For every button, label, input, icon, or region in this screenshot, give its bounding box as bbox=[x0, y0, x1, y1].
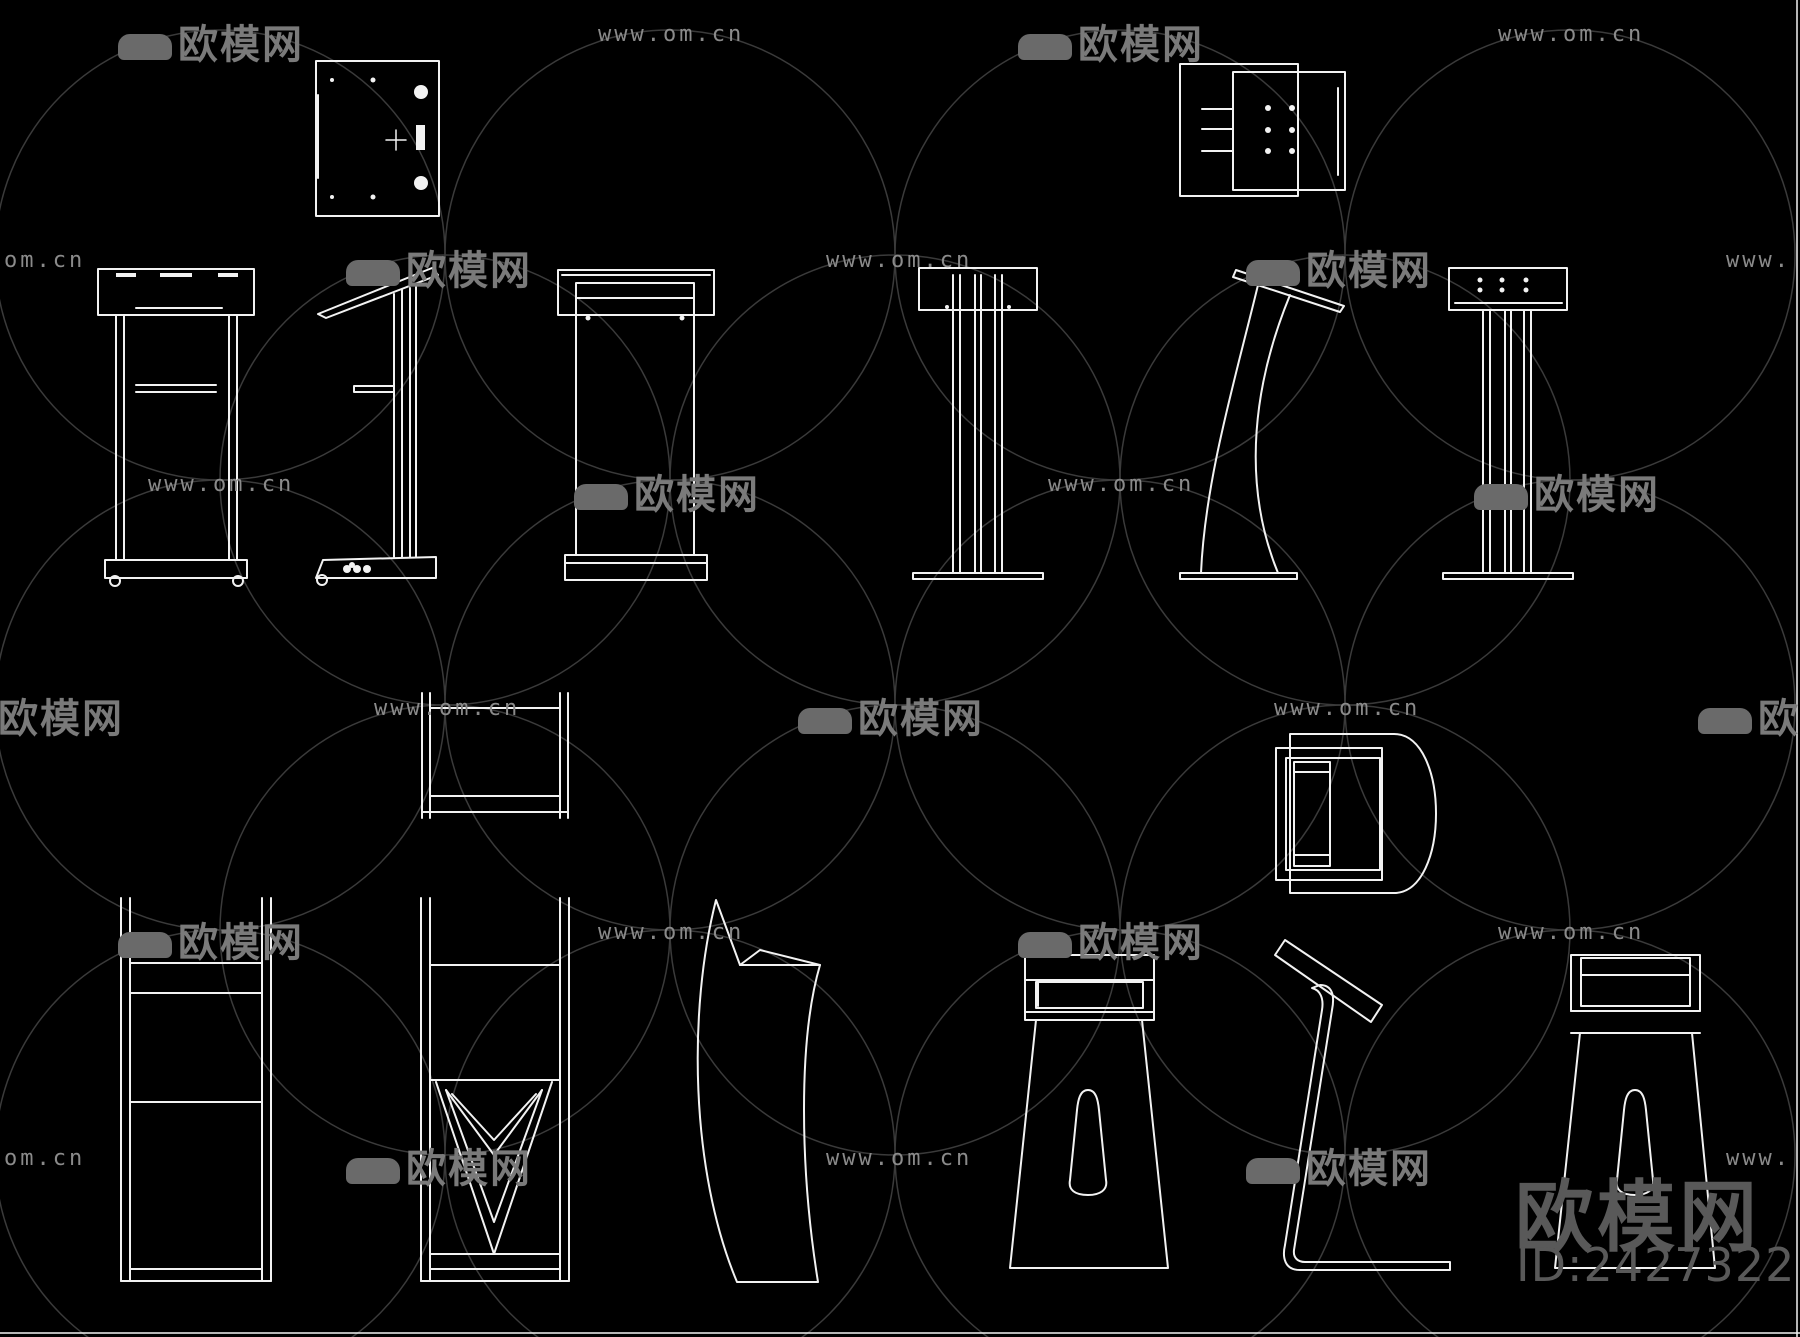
watermark-url-fragment: www. bbox=[1726, 248, 1791, 273]
podium4-side-view bbox=[1274, 939, 1451, 1271]
watermark-url: www.om.cn bbox=[1498, 920, 1645, 945]
watermark-url: www.om.cn bbox=[826, 248, 973, 273]
podium1-front-view bbox=[97, 268, 255, 587]
watermark-brand: 欧模网 bbox=[118, 12, 304, 70]
watermark-brand: 欧模网 bbox=[1474, 462, 1660, 520]
watermark-brand: 欧模网 bbox=[574, 462, 760, 520]
watermark-brand: 欧模网 bbox=[1018, 910, 1204, 968]
watermark-url: www.om.cn bbox=[374, 696, 521, 721]
watermark-brand: 欧模网 bbox=[346, 238, 532, 296]
watermark-brand: 欧模网 bbox=[798, 686, 984, 744]
watermark-brand: 欧模网 bbox=[1246, 1136, 1432, 1194]
watermark-brand-fragment: 欧模网 bbox=[0, 686, 124, 744]
podium3-side-view bbox=[696, 899, 821, 1283]
watermark-url-fragment: om.cn bbox=[4, 248, 86, 273]
watermark-url: www.om.cn bbox=[598, 920, 745, 945]
watermark-url-fragment: www. bbox=[1726, 1146, 1791, 1171]
podium4-back-view bbox=[1554, 954, 1716, 1269]
podium1-top-view bbox=[315, 60, 440, 217]
watermark-brand: 欧模网 bbox=[1246, 238, 1432, 296]
model-id-label: ID:2427322 bbox=[1516, 1238, 1796, 1292]
watermark-url: www.om.cn bbox=[1274, 696, 1421, 721]
site-logo-brand: 欧模网 bbox=[1515, 1173, 1762, 1263]
watermark-url: www.om.cn bbox=[1048, 472, 1195, 497]
watermark-url: www.om.cn bbox=[598, 22, 745, 47]
watermark-url: www.om.cn bbox=[826, 1146, 973, 1171]
watermark-url: www.om.cn bbox=[148, 472, 295, 497]
watermark-rings bbox=[0, 29, 1796, 1337]
podium2-front-view bbox=[912, 267, 1044, 580]
watermark-brand: 欧模网 bbox=[1018, 12, 1204, 70]
watermark-brand: 欧模网 bbox=[118, 910, 304, 968]
podium1-back-view bbox=[557, 269, 715, 581]
podium2-back-view bbox=[1442, 267, 1574, 580]
podium3-back-view bbox=[420, 897, 570, 1282]
watermark-brand-fragment: 欧 bbox=[1698, 686, 1800, 744]
watermark-url-fragment: om.cn bbox=[4, 1146, 86, 1171]
podium3-top-view bbox=[421, 692, 569, 819]
podium4-top-view bbox=[1275, 733, 1437, 894]
podium2-side-view bbox=[1179, 269, 1345, 580]
podium2-top-view bbox=[1179, 63, 1346, 197]
watermark-url: www.om.cn bbox=[1498, 22, 1645, 47]
podium4-front-view bbox=[1009, 954, 1169, 1269]
watermark-brand: 欧模网 bbox=[346, 1136, 532, 1194]
podium1-side-view bbox=[315, 267, 439, 586]
